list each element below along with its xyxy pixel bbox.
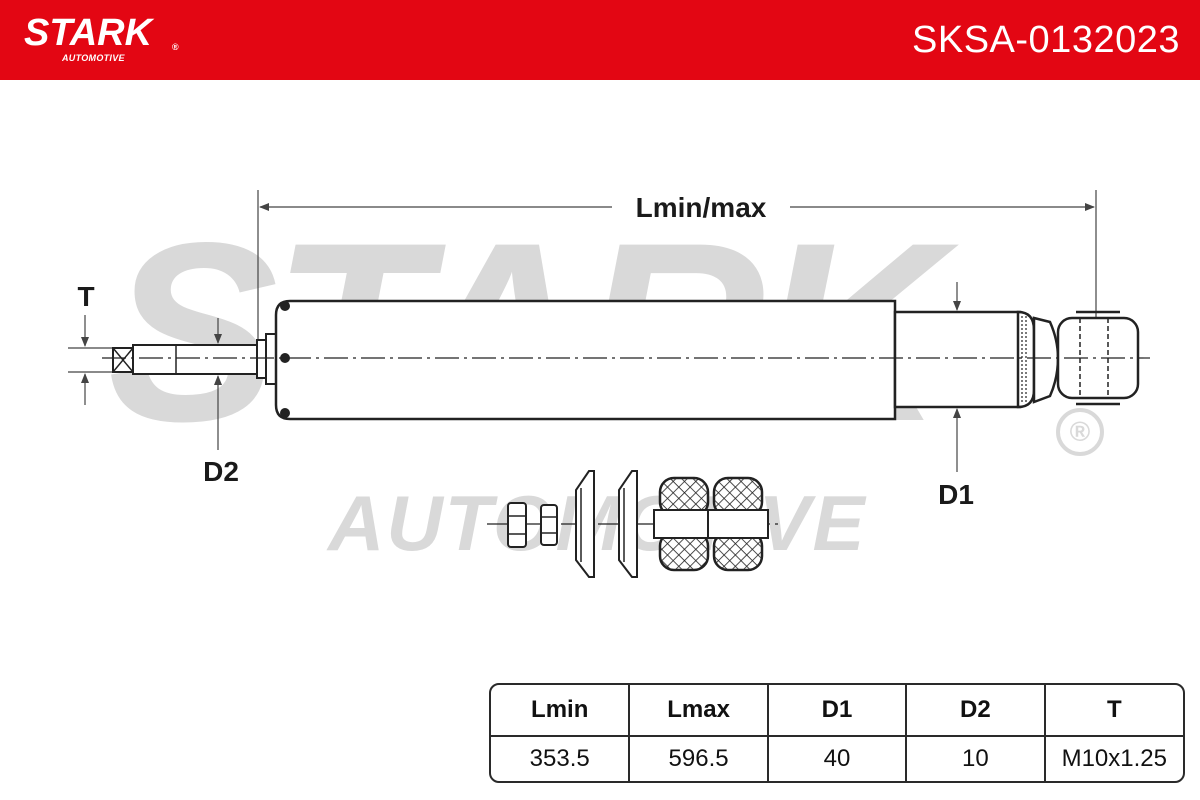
spec-table: Lmin Lmax D1 D2 T 353.5 596.5 40 10 M10x… [489,683,1185,783]
part-number: SKSA-0132023 [912,19,1180,61]
washer-cup-part [618,470,638,578]
stark-logo: STARK ® AUTOMOTIVE [24,12,179,63]
spec-header-lmax: Lmax [628,685,769,737]
d2-label: D2 [203,456,239,487]
spec-value-lmax: 596.5 [628,735,769,781]
thread-dimension: T [68,281,116,405]
nut-part [507,502,527,548]
length-label: Lmin/max [636,192,767,223]
logo-brand-text: STARK [24,12,153,54]
washer-cup-part [575,470,595,578]
header-banner: STARK ® AUTOMOTIVE SKSA-0132023 [0,0,1200,80]
mounting-kit [487,470,780,578]
spec-header-lmin: Lmin [491,685,631,737]
shock-body [102,299,1150,421]
logo-sub-text: AUTOMOTIVE [62,53,125,63]
spec-value-lmin: 353.5 [491,735,631,781]
thread-label: T [77,281,94,312]
spec-value-row: 353.5 596.5 40 10 M10x1.25 [491,735,1183,781]
piston-rod [112,333,277,385]
d1-label: D1 [938,479,974,510]
spec-header-row: Lmin Lmax D1 D2 T [491,685,1183,737]
spec-value-d1: 40 [766,735,908,781]
spec-value-t: M10x1.25 [1043,735,1183,781]
watermark-registered-mark: ® [1056,408,1104,456]
lock-nut-part [540,504,558,546]
d1-dimension: D1 [938,282,974,510]
spec-value-d2: 10 [905,735,1046,781]
length-dimension: Lmin/max [257,190,1097,345]
watermark-sub: AUTOMOTIVE [328,479,867,567]
d2-dimension: D2 [203,318,239,487]
spec-header-d1: D1 [766,685,908,737]
logo-registered-mark: ® [172,42,179,52]
spec-header-t: T [1043,685,1183,737]
spec-header-d2: D2 [905,685,1046,737]
